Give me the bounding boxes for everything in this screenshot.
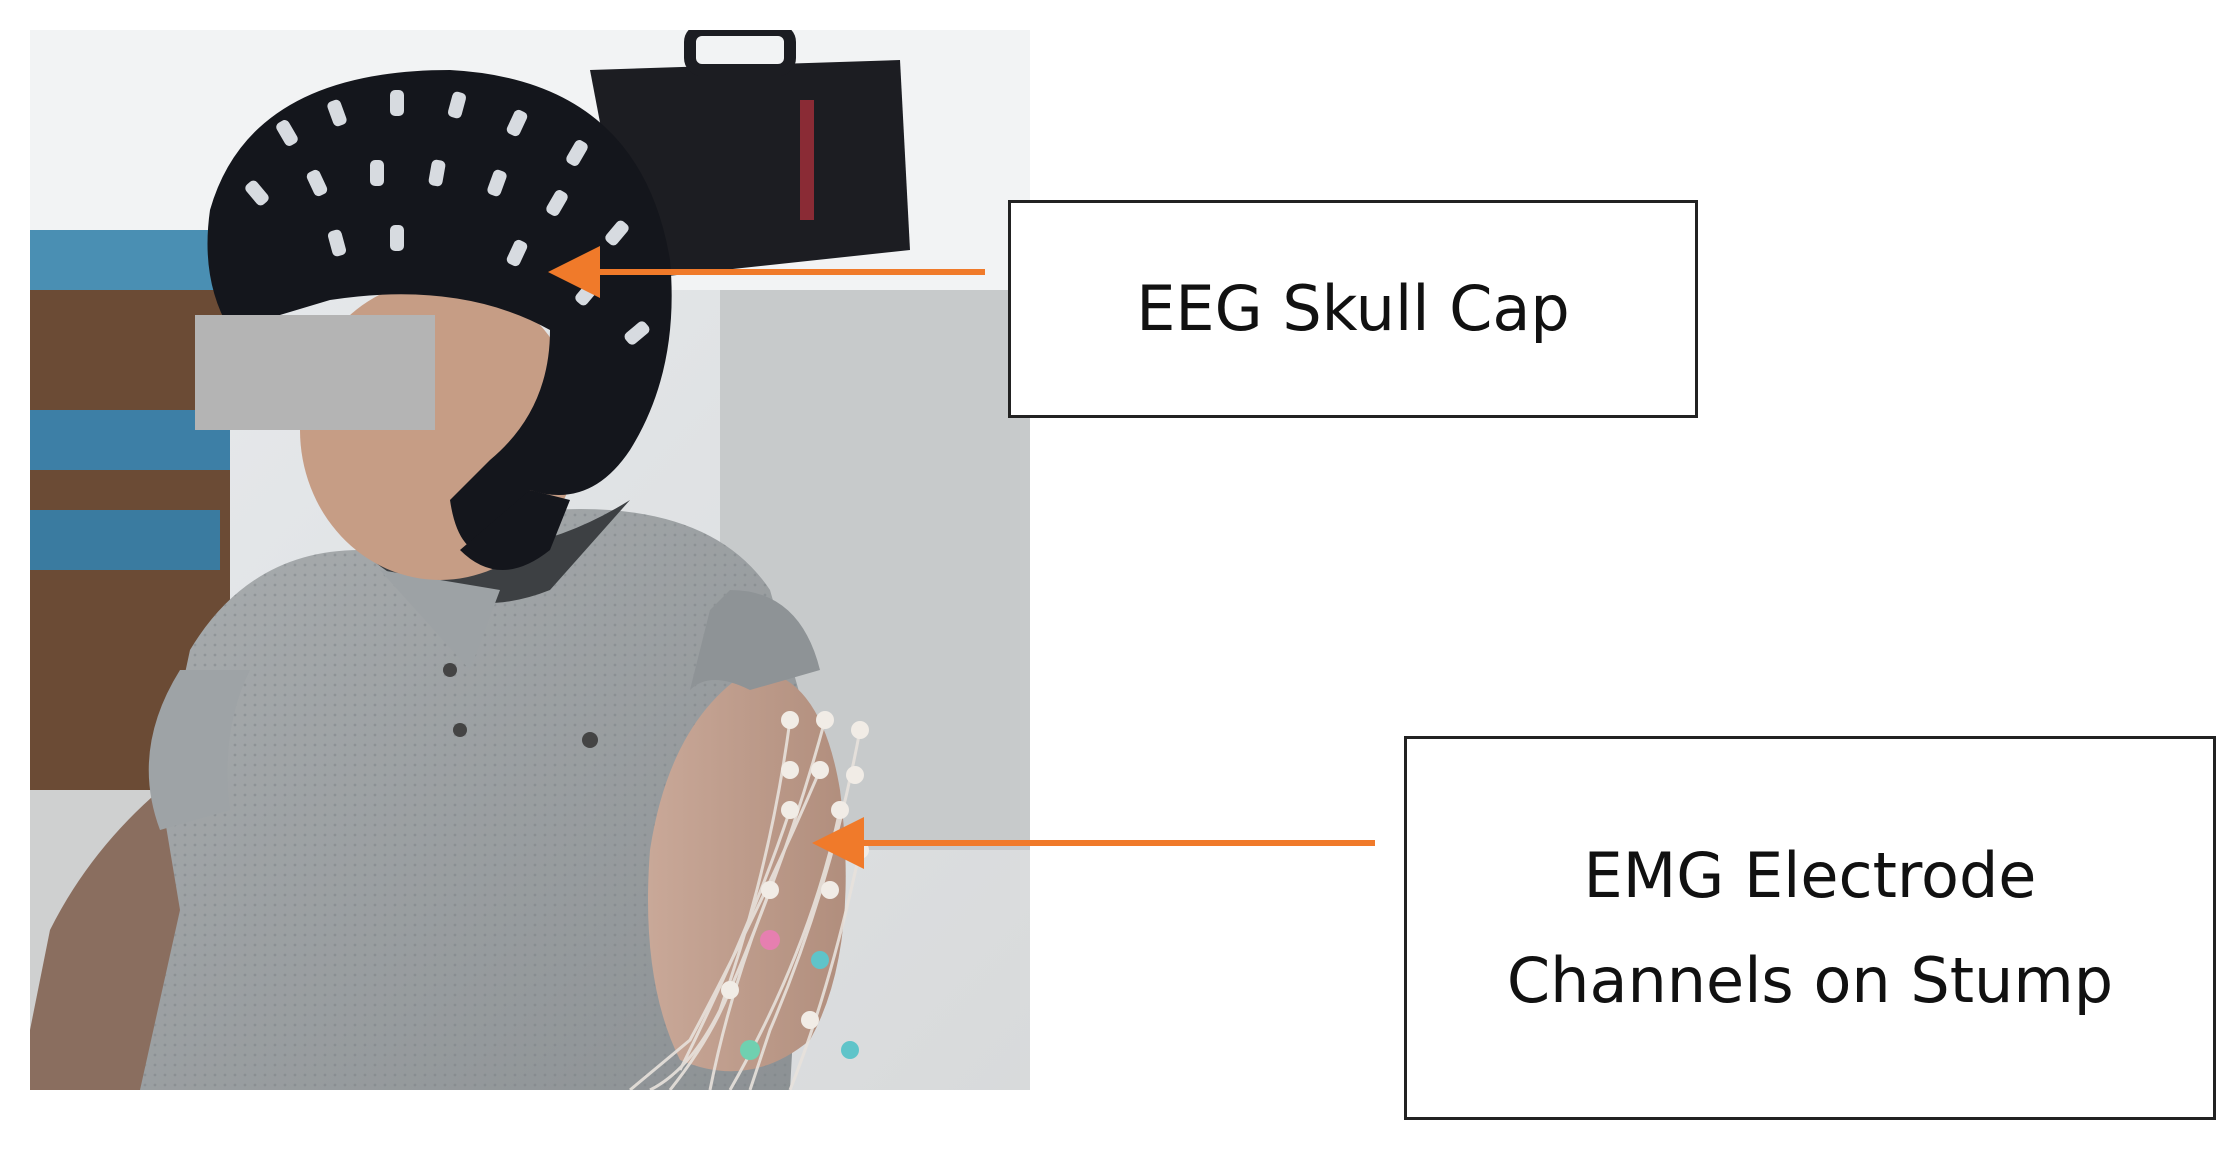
button — [443, 663, 457, 677]
privacy-bar — [195, 315, 435, 430]
left-arm — [30, 790, 180, 1090]
button — [453, 723, 467, 737]
emg-label-line-1: EMG Electrode — [1583, 838, 2037, 912]
blue-shelf-2 — [30, 510, 220, 570]
black-bag — [590, 60, 910, 280]
chin-strap — [460, 490, 570, 570]
participant-photo — [30, 30, 1030, 1090]
bag-stripe — [800, 100, 814, 220]
button — [582, 732, 598, 748]
eeg-label-box: EEG Skull Cap — [1008, 200, 1698, 418]
emg-label-box: EMG Electrode Channels on Stump — [1404, 736, 2216, 1120]
bag-handle — [684, 30, 796, 76]
eeg-label-text: EEG Skull Cap — [1136, 272, 1570, 346]
eeg-electrodes — [245, 90, 650, 345]
emg-label-line-2: Channels on Stump — [1506, 944, 2114, 1017]
sleeve — [690, 590, 820, 690]
emg-electrodes — [721, 711, 869, 1060]
